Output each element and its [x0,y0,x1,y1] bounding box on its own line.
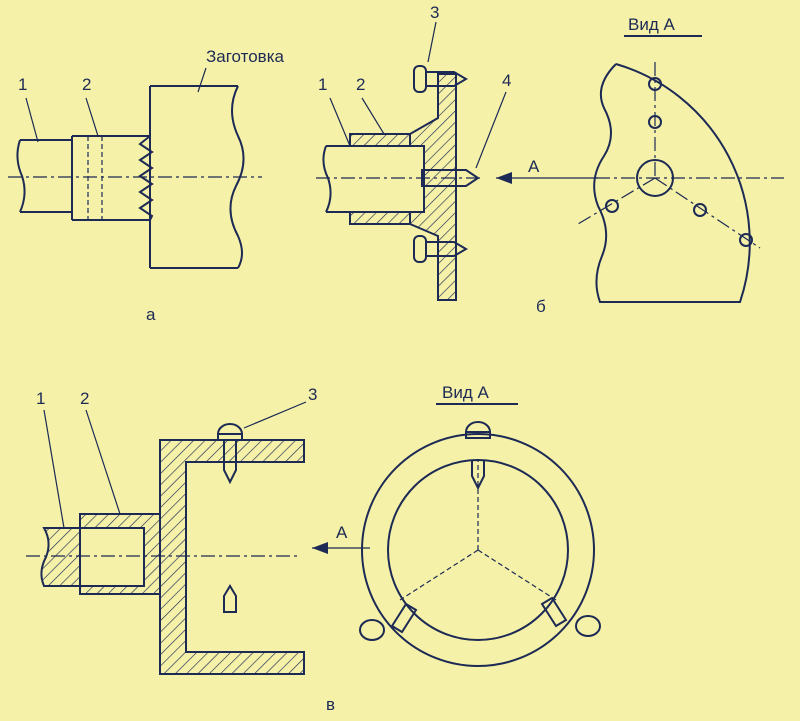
fig-b-view-arrowhead [496,172,512,184]
fig-b-view-outline [593,63,751,303]
fig-a-label-workpiece: Заготовка [206,47,285,66]
fig-a-shaft [16,139,72,213]
fig-b-view-hole [648,77,662,91]
fig-b-view-hole [739,233,753,247]
fig-v-label-2: 2 [80,389,89,408]
fig-b-label-3: 3 [430,3,439,22]
fig-b-shaft [322,145,410,213]
fig-b-center-tip [421,169,480,187]
fig-v-tip-lower [223,584,237,613]
fig-v-label-3: 3 [308,385,317,404]
figure-v: А 1 2 3 в Вид А [26,383,601,714]
fig-b-body-upper [349,133,413,147]
fig-a-label-2: 2 [82,75,91,94]
fig-v-spoke-left [399,549,479,601]
fig-v-spoke-right [477,549,557,601]
fig-a-collet [71,135,150,221]
fig-a-workpiece [149,85,245,269]
fig-v-cup [159,439,305,675]
fig-b-arrow-label: А [528,157,540,176]
fig-b-view-hole [693,203,707,217]
fig-v-view-screw-right [540,596,601,637]
fig-b-view-center-hole [636,159,674,197]
fig-v-view-screw-top [464,421,492,491]
figure-b: А 1 2 3 4 б Вид А [316,3,784,316]
fig-b-view-a: Вид А [577,15,784,303]
fig-b-label-2: 2 [356,75,365,94]
fig-v-caption: в [326,695,335,714]
fig-b-view-title: Вид А [628,15,675,34]
fig-v-view-screw-left [359,602,418,641]
fig-v-leaders [43,401,307,529]
fig-v-view-a: Вид А [359,383,601,667]
fig-a-caption: а [146,305,156,324]
fig-b-label-1: 1 [318,75,327,94]
fig-v-view-arrowhead [312,542,328,554]
fig-v-hub-bore [79,527,145,587]
fig-b-view-hole [648,115,662,129]
fig-a-label-1: 1 [18,75,27,94]
fig-b-body-lower [349,211,413,225]
fig-b-screw-top [413,65,468,93]
fig-v-screw-top [216,423,244,485]
fig-b-view-hole [605,199,619,213]
fig-b-screw-bottom [413,235,468,263]
fig-v-ring-outer [361,433,595,667]
fig-v-shaft [40,527,81,587]
fig-v-view-title: Вид А [442,383,489,402]
fig-b-caption: б [536,297,546,316]
fig-v-label-1: 1 [36,389,45,408]
fig-b-leaders [329,21,507,169]
fig-a-collet-hidden [87,136,103,220]
fig-a-leaders [25,67,207,143]
figure-a: 1 2 Заготовка а [8,47,285,324]
fig-b-label-4: 4 [502,71,511,90]
fig-v-arrow-label: А [336,523,348,542]
